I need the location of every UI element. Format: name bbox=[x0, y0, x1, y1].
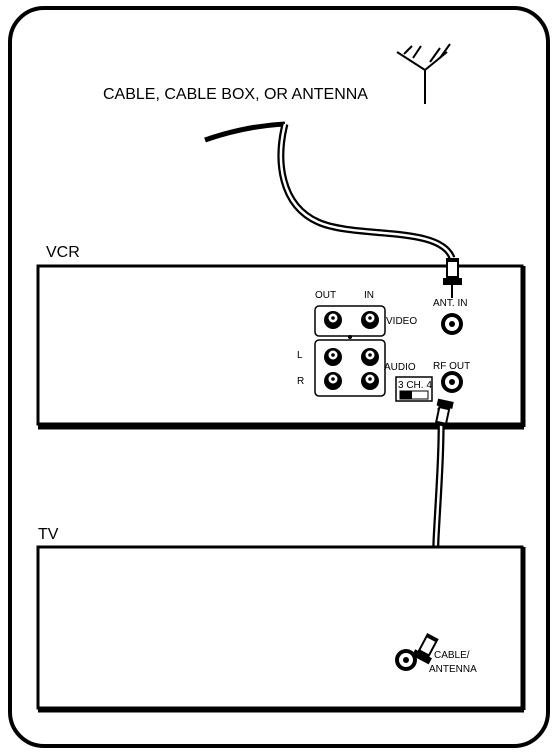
tv-input-label-line2: ANTENNA bbox=[429, 664, 477, 675]
jack-video-in-icon bbox=[361, 311, 379, 329]
bridge-icon bbox=[348, 335, 352, 339]
jack-audio-out-l-icon bbox=[324, 348, 342, 366]
ant-in-port-icon bbox=[441, 313, 463, 335]
vcr-title: VCR bbox=[46, 244, 80, 261]
audio-left-label: L bbox=[297, 350, 303, 361]
channel-switch-label: 3 CH. 4 bbox=[398, 380, 432, 391]
jack-audio-out-r-icon bbox=[324, 372, 342, 390]
jack-audio-in-r-icon bbox=[361, 372, 379, 390]
audio-label: AUDIO bbox=[384, 362, 416, 373]
source-label: CABLE, CABLE BOX, OR ANTENNA bbox=[103, 86, 368, 103]
antenna-icon bbox=[396, 43, 451, 104]
channel-switch[interactable]: 3 CH. 4 bbox=[395, 376, 433, 402]
jack-audio-in-l-icon bbox=[361, 348, 379, 366]
source-cable bbox=[204, 121, 456, 260]
video-label: VIDEO bbox=[386, 316, 417, 327]
rf-out-port-icon bbox=[441, 371, 463, 393]
jack-video-out-icon bbox=[324, 311, 342, 329]
ant-in-connector bbox=[443, 258, 462, 298]
tv-box bbox=[36, 545, 524, 710]
vcr-box bbox=[36, 264, 524, 426]
rf-out-coax-connector-icon bbox=[434, 398, 454, 427]
tv-coax-connector-icon bbox=[411, 633, 439, 665]
tv-title: TV bbox=[38, 526, 59, 543]
tv-input-label-line1: CABLE/ bbox=[434, 650, 470, 661]
audio-right-label: R bbox=[297, 376, 304, 387]
video-out-label: OUT bbox=[315, 290, 336, 301]
video-in-label: IN bbox=[364, 290, 374, 301]
ant-in-label: ANT. IN bbox=[433, 298, 467, 309]
rf-out-label: RF OUT bbox=[433, 361, 470, 372]
tv-input-port-icon bbox=[395, 649, 417, 671]
